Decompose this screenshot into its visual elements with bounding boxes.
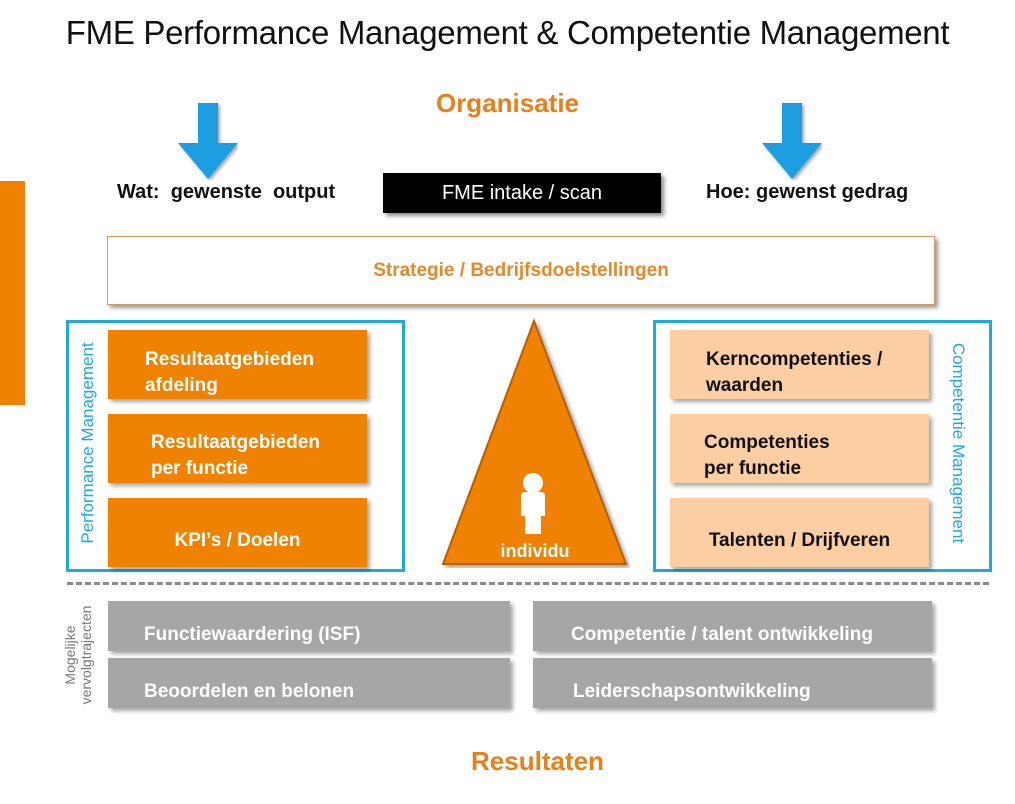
competentie-item: Competenties per functie: [670, 414, 929, 483]
intake-scan-box: FME intake / scan: [383, 173, 661, 213]
performance-item: Resultaatgebieden per functie: [108, 414, 367, 483]
hoe-label: Hoe: gewenst gedrag: [706, 181, 909, 203]
person-icon: [521, 473, 545, 534]
arrow-down-icon: [178, 103, 238, 179]
performance-management-label: Performance Management: [78, 342, 97, 544]
performance-item-line2: afdeling: [145, 375, 218, 396]
arrow-down-icon: [762, 103, 822, 179]
competentie-item-line2: per functie: [704, 458, 802, 479]
strategy-label: Strategie / Bedrijfsdoelstellingen: [373, 259, 669, 281]
individu-triangle: [441, 318, 628, 565]
vervolg-item-label: Functiewaardering (ISF): [144, 624, 361, 645]
side-accent-bar: [0, 181, 25, 405]
vervolg-item-label: Competentie / talent ontwikkeling: [571, 624, 873, 645]
competentie-management-label: Competentie Management: [949, 342, 968, 544]
performance-item: KPI’s / Doelen: [108, 498, 367, 567]
vervolg-item: Functiewaardering (ISF): [108, 601, 510, 651]
individu-label: individu: [500, 541, 570, 561]
vervolgtrajecten-label-line2: vervolgtrajecten: [78, 605, 94, 705]
performance-item-line1: Resultaatgebieden: [151, 432, 320, 453]
competentie-item-line2: waarden: [706, 375, 784, 396]
competentie-item-line2: Talenten / Drijfveren: [708, 530, 891, 551]
competentie-item-line1: Competenties: [704, 432, 830, 453]
performance-item: Resultaatgebieden afdeling: [108, 330, 367, 399]
vervolg-item: Competentie / talent ontwikkeling: [533, 601, 932, 651]
competentie-item: Kerncompetenties / waarden: [670, 330, 929, 399]
vervolgtrajecten-label-line1: Mogelijke: [62, 625, 78, 685]
wat-label: Wat: gewenste output: [117, 181, 336, 203]
vervolgtrajecten-label: Mogelijke vervolgtrajecten: [62, 606, 94, 705]
performance-item-line1: Resultaatgebieden: [145, 349, 314, 370]
performance-item-line2: per functie: [151, 458, 249, 479]
vervolg-item: Beoordelen en belonen: [108, 658, 510, 708]
vervolg-item-label: Beoordelen en belonen: [144, 681, 355, 702]
resultaten-label: Resultaten: [471, 746, 604, 776]
competentie-item-line1: Kerncompetenties /: [706, 349, 883, 370]
vervolg-item-label: Leiderschapsontwikkeling: [573, 681, 811, 702]
vervolg-item: Leiderschapsontwikkeling: [533, 658, 932, 708]
competentie-item: Talenten / Drijfveren: [670, 498, 929, 567]
organisatie-label: Organisatie: [435, 88, 580, 118]
dashed-divider: [67, 582, 989, 585]
page-title: FME Performance Management & Competentie…: [65, 14, 950, 51]
performance-item-line2: KPI’s / Doelen: [174, 530, 301, 551]
strategy-box: Strategie / Bedrijfsdoelstellingen: [107, 236, 935, 305]
